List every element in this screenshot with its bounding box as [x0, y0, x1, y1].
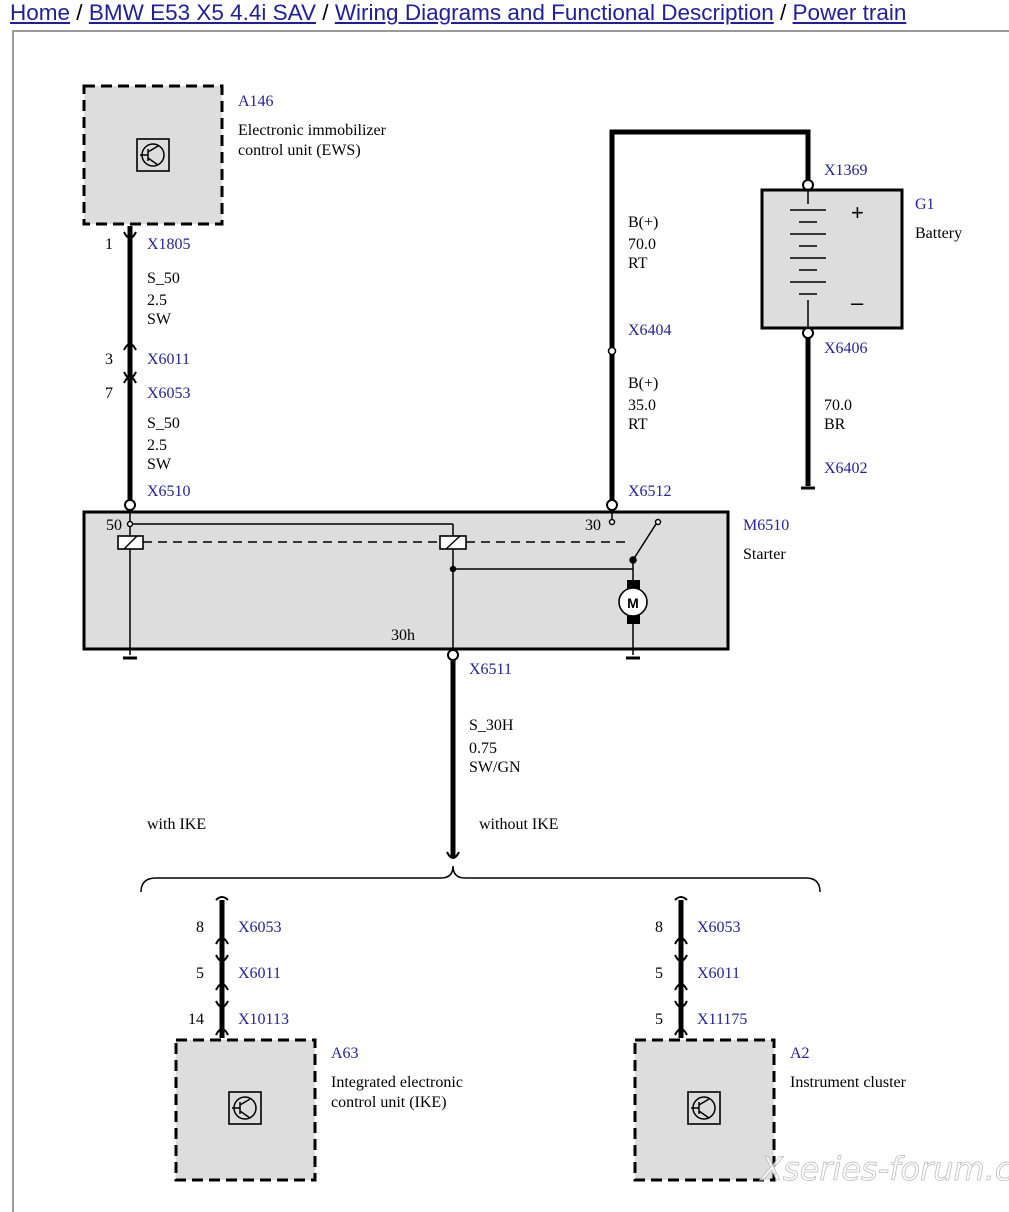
wire-color: SW [147, 456, 172, 473]
component-name-a2: Instrument cluster [790, 1074, 907, 1091]
wire-size: 70.0 [824, 397, 852, 414]
variant-label-with-ike: with IKE [147, 816, 206, 833]
connector-pin-x6512 [606, 499, 618, 511]
component-name-a63-line1: Integrated electronic [331, 1074, 463, 1091]
component-id-g1[interactable]: G1 [915, 196, 935, 213]
wire-b-plus [609, 129, 811, 505]
wire-color: RT [628, 416, 648, 433]
connector-x6406[interactable]: X6406 [824, 340, 868, 357]
connector-x6011[interactable]: X6011 [147, 351, 190, 368]
wire-size: 2.5 [147, 437, 167, 454]
wire-size: 35.0 [628, 397, 656, 414]
connector-pin-x6510 [124, 499, 136, 511]
breadcrumb-vehicle-link[interactable]: BMW E53 X5 4.4i SAV [88, 0, 317, 25]
relay-coil-icon [439, 535, 467, 550]
control-unit-icon [136, 138, 170, 172]
wire-size: 0.75 [469, 740, 497, 757]
relay-coil-icon [117, 535, 144, 550]
breadcrumb-separator: / [76, 0, 83, 25]
connector-x6512[interactable]: X6512 [628, 483, 672, 500]
connector-x6511[interactable]: X6511 [469, 661, 512, 678]
wire-size: 2.5 [147, 292, 167, 309]
wire-color: RT [628, 255, 648, 272]
starter-internal-circuit [126, 512, 662, 655]
connector-pin-x6404 [607, 346, 617, 356]
connector-x10113[interactable]: X10113 [238, 1011, 289, 1028]
battery-plus-sign: + [851, 200, 864, 225]
wire-ground [801, 333, 815, 490]
connector-x11175[interactable]: X11175 [697, 1011, 747, 1028]
component-id-a63[interactable]: A63 [331, 1045, 359, 1062]
battery-icon [790, 190, 826, 328]
variant-label-without-ike: without IKE [479, 816, 559, 833]
wire-signal: S_30H [469, 717, 514, 734]
variant-brace [140, 865, 821, 893]
motor-symbol: M [627, 595, 639, 611]
control-unit-icon [228, 1091, 262, 1125]
component-id-a2[interactable]: A2 [790, 1045, 810, 1062]
connector-x6053-kombi[interactable]: X6053 [697, 919, 741, 936]
connector-x6011-ike[interactable]: X6011 [238, 965, 281, 982]
wire-size: 70.0 [628, 236, 656, 253]
pin-number: 8 [655, 919, 663, 936]
wire-s50 [123, 226, 137, 505]
pin-number: 1 [105, 236, 113, 253]
wire-signal: B(+) [628, 214, 658, 231]
pin-number: 5 [655, 1011, 663, 1028]
connector-pin-x6511 [447, 649, 459, 661]
connector-x6053[interactable]: X6053 [147, 385, 191, 402]
component-a146[interactable] [82, 84, 224, 226]
component-id-a146[interactable]: A146 [238, 93, 274, 110]
breadcrumb-system-link[interactable]: Power train [792, 0, 907, 25]
component-m6510[interactable]: M 50 30 30h [82, 510, 730, 655]
pin-number: 14 [188, 1011, 204, 1028]
component-a63[interactable] [174, 1038, 317, 1182]
breadcrumb-section-link[interactable]: Wiring Diagrams and Functional Descripti… [334, 0, 774, 25]
breadcrumb-separator: / [322, 0, 329, 25]
connector-x6053-ike[interactable]: X6053 [238, 919, 282, 936]
control-unit-icon [687, 1091, 721, 1125]
pin-number: 7 [105, 385, 113, 402]
breadcrumb-separator: / [780, 0, 787, 25]
pin-number: 3 [105, 351, 113, 368]
component-name-a146-line1: Electronic immobilizer [238, 122, 387, 139]
wire-color: BR [824, 416, 846, 433]
diagram-frame [12, 30, 1009, 1212]
wire-kombi-branch [674, 896, 688, 1038]
pin-number: 5 [196, 965, 204, 982]
wire-signal: B(+) [628, 375, 658, 392]
connector-x1369[interactable]: X1369 [824, 162, 868, 179]
component-name-g1: Battery [915, 225, 962, 242]
connector-x6404[interactable]: X6404 [628, 322, 672, 339]
component-name-a146-line2: control unit (EWS) [238, 142, 361, 159]
wire-ike-branch [215, 896, 229, 1038]
pin-number: 8 [196, 919, 204, 936]
pin-label-30h: 30h [391, 627, 415, 644]
component-id-m6510[interactable]: M6510 [743, 517, 789, 534]
component-a2[interactable] [633, 1038, 776, 1182]
wire-signal: S_50 [147, 270, 180, 287]
battery-minus-sign: – [851, 290, 864, 315]
component-name-a63-line2: control unit (IKE) [331, 1094, 447, 1111]
breadcrumb-home-link[interactable]: Home [10, 0, 71, 25]
motor-icon: M [618, 580, 648, 624]
component-name-m6510: Starter [743, 546, 786, 563]
wire-s30h [446, 655, 460, 859]
wire-color: SW [147, 311, 172, 328]
connector-x1805[interactable]: X1805 [147, 236, 191, 253]
connector-x6510[interactable]: X6510 [147, 483, 191, 500]
pin-number: 5 [655, 965, 663, 982]
breadcrumb: Home / BMW E53 X5 4.4i SAV / Wiring Diag… [10, 0, 906, 28]
pin-label-30: 30 [585, 517, 601, 534]
pin-label-50: 50 [106, 517, 122, 534]
wire-color: SW/GN [469, 759, 521, 776]
wire-signal: S_50 [147, 415, 180, 432]
component-g1[interactable]: + – [760, 188, 904, 330]
watermark: Xseries-forum.com [759, 1150, 1009, 1188]
connector-x6011-kombi[interactable]: X6011 [697, 965, 740, 982]
connector-pin-x6406 [802, 327, 814, 339]
connector-x6402[interactable]: X6402 [824, 460, 868, 477]
